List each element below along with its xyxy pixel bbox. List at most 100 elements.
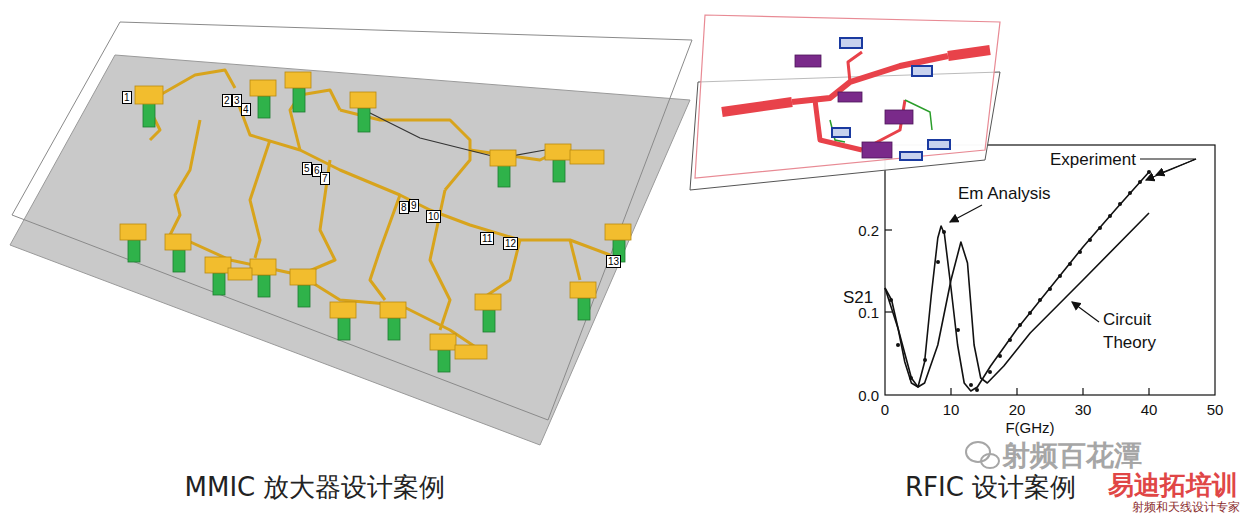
tick-label: 0.1 <box>858 304 879 321</box>
via-block <box>293 88 305 112</box>
circuit-curve <box>885 213 1149 387</box>
watermark: 易迪拓培训 <box>1108 468 1238 503</box>
label-holder: 10 <box>426 206 441 224</box>
curve-label: Experiment <box>1050 150 1136 170</box>
label-holder: 射频和天线设计专家 <box>1132 497 1240 516</box>
microstrip-trace <box>570 240 580 280</box>
gold-pad <box>120 72 631 359</box>
axis-tick <box>1148 388 1149 395</box>
microstrip-trace <box>175 235 480 350</box>
tick-label: 50 <box>1207 401 1224 418</box>
rfic-trace <box>815 100 862 150</box>
label-holder: 50 <box>1207 401 1224 419</box>
callout-number: 12 <box>503 237 518 250</box>
axis-tick <box>1016 388 1017 395</box>
gold-pad <box>380 302 406 318</box>
rfic-pad <box>795 55 821 67</box>
rfic-port <box>832 38 950 160</box>
via-block <box>388 318 400 340</box>
leader-line <box>1140 159 1196 175</box>
experiment-dot <box>909 376 913 380</box>
experiment-dot <box>1008 338 1012 342</box>
rfic-thin-line <box>830 100 932 142</box>
gold-pad <box>290 269 316 285</box>
experiment-dot <box>1128 191 1132 195</box>
figure-caption: MMIC 放大器设计案例 <box>185 470 446 505</box>
rfic-port <box>900 152 922 160</box>
gold-pad <box>455 345 487 359</box>
label-holder: 12 <box>503 233 518 251</box>
callout-number: 7 <box>320 172 330 185</box>
substrate-plane <box>10 22 692 445</box>
experiment-dot <box>889 170 1151 392</box>
callout-number: 8 <box>399 201 409 214</box>
via-block <box>438 350 450 372</box>
leader-line <box>950 205 982 222</box>
rfic-pad <box>838 92 862 102</box>
label-holder: 1 <box>122 87 132 105</box>
via-block <box>358 108 370 132</box>
wechat-icon <box>966 442 999 468</box>
label-holder: Em Analysis <box>958 184 1051 204</box>
via-block <box>338 318 350 340</box>
plot-frame <box>885 145 1215 395</box>
rfic-board <box>690 15 1000 190</box>
experiment-dot <box>923 358 927 362</box>
rfic-trace <box>722 50 990 150</box>
microstrip-trace <box>370 195 400 300</box>
via-block <box>553 160 565 182</box>
label-holder: 7 <box>320 168 330 186</box>
gold-pad <box>165 234 191 250</box>
axis-tick <box>1082 388 1083 395</box>
microstrip-trace <box>160 70 235 95</box>
rfic-pad <box>795 55 913 158</box>
label-holder: 0.2 <box>858 222 879 240</box>
label-holder: 易迪拓培训 <box>1108 468 1238 503</box>
callout-number: 5 <box>302 162 312 175</box>
gold-pad <box>570 150 604 164</box>
via-block <box>173 250 185 272</box>
experiment-dot <box>1038 298 1042 302</box>
tick-label: 0.0 <box>858 387 879 404</box>
gold-pad <box>570 282 596 298</box>
gold-pad <box>120 224 146 240</box>
em-curve <box>885 172 1149 391</box>
label-holder: 5 <box>302 158 312 176</box>
experiment-dot <box>1058 274 1062 278</box>
experiment-dot <box>889 298 893 302</box>
experiment-dot <box>1078 250 1082 254</box>
via-block <box>298 285 310 307</box>
tick-label: 20 <box>1009 401 1026 418</box>
gold-pad <box>350 92 376 108</box>
substrate-plane <box>12 22 692 420</box>
experiment-dot <box>942 230 946 234</box>
experiment-dot <box>988 370 992 374</box>
experiment-dot <box>969 383 973 387</box>
axis-tick <box>885 229 892 230</box>
gold-pad <box>228 268 252 280</box>
curve-label: Em Analysis <box>958 184 1051 204</box>
rfic-pad <box>862 142 892 158</box>
tick-label: 0.2 <box>858 222 879 239</box>
label-holder: 0 <box>881 401 889 419</box>
tick-label: 30 <box>1075 401 1092 418</box>
label-holder: RFIC 设计案例 <box>905 470 1076 505</box>
callout-number: 11 <box>480 232 494 245</box>
wechat-icon <box>966 442 990 462</box>
experiment-dot <box>956 328 960 332</box>
gold-pad <box>250 259 276 275</box>
callout-number: 9 <box>409 199 419 212</box>
label-holder: 11 <box>480 228 494 246</box>
axis-tick <box>885 311 892 312</box>
gold-pad <box>490 150 516 166</box>
watermark: 射频百花潭 <box>1002 437 1142 475</box>
experiment-dot <box>1088 238 1092 242</box>
label-holder: Circuit Theory <box>1103 308 1187 354</box>
thin-line <box>360 108 545 158</box>
experiment-dot <box>1118 202 1122 206</box>
label-holder: 10 <box>943 401 960 419</box>
gold-pad <box>545 144 571 160</box>
gold-pad <box>205 257 231 273</box>
gold-pad <box>135 86 163 104</box>
via-block <box>498 165 510 187</box>
